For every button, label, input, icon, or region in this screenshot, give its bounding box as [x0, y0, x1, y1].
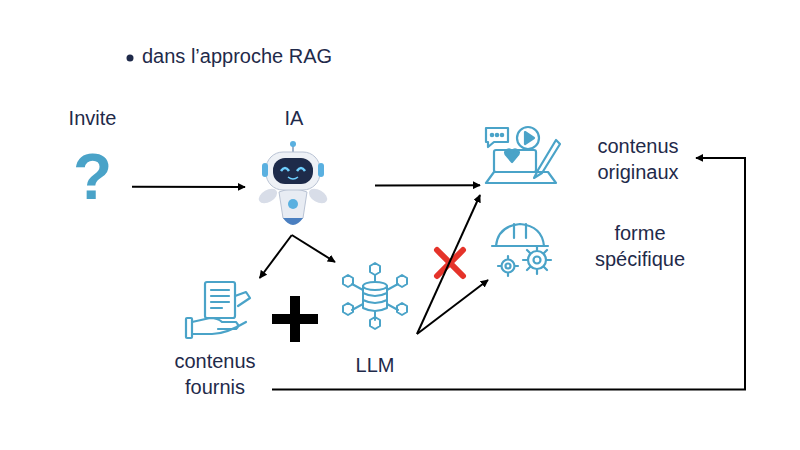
node-symbol: ?	[55, 145, 130, 209]
bullet-dot	[127, 55, 134, 62]
node-label: Invite	[55, 105, 130, 131]
arrow-connector	[260, 235, 292, 278]
source-node: contenus fournis	[160, 278, 272, 402]
content-creation-icon	[486, 127, 560, 183]
arrow-connector	[375, 184, 480, 186]
arrow-connector	[417, 280, 488, 334]
node-label: contenus fournis	[160, 348, 270, 400]
node-label: contenus originaux	[582, 133, 694, 185]
bullet-heading: dans l’approche RAG	[142, 45, 332, 68]
output-node: forme spécifique	[488, 215, 694, 280]
ai-node: IA	[245, 105, 375, 235]
arrow-connector	[272, 158, 745, 390]
prompt-node: Invite?	[55, 105, 132, 217]
node-label: LLM	[335, 352, 415, 378]
arrow-connector	[292, 235, 335, 262]
database-network-icon	[343, 263, 407, 329]
plus-sign	[272, 296, 318, 342]
node-label: forme spécifique	[588, 220, 692, 272]
arrow-connector	[132, 186, 245, 188]
helmet-gears-icon	[492, 224, 551, 276]
node-label: IA	[245, 105, 343, 131]
document-hand-icon	[186, 282, 250, 338]
output-node: contenus originaux	[480, 125, 696, 195]
arrow-connector	[417, 195, 480, 334]
robot-icon	[256, 141, 329, 225]
model-node: LLM	[335, 262, 417, 382]
